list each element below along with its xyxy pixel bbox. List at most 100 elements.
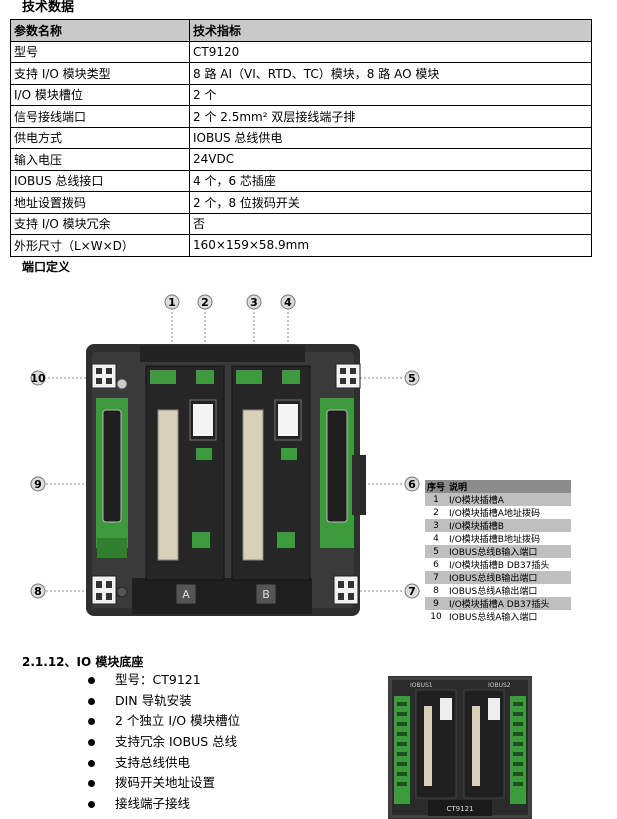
callout-6: 6 bbox=[408, 478, 416, 491]
iobus-connector-8 bbox=[91, 575, 128, 605]
iobus-connector-10 bbox=[91, 363, 128, 390]
legend-desc: IOBUS总线A输入端口 bbox=[447, 610, 571, 623]
legend-desc: I/O模块插槽A地址拨码 bbox=[447, 506, 571, 519]
legend-no: 4 bbox=[425, 532, 448, 545]
ct9121-product-photo: IOBUS1 IOBUS2 CT9121 bbox=[388, 676, 532, 819]
spec-value: IOBUS 总线供电 bbox=[189, 126, 592, 149]
callout-2: 2 bbox=[201, 296, 209, 309]
legend-no: 8 bbox=[425, 584, 448, 597]
callout-4: 4 bbox=[284, 296, 292, 309]
list-item: 接线端子接线 bbox=[86, 794, 240, 815]
legend-no: 2 bbox=[425, 506, 448, 519]
photo-label-model: CT9121 bbox=[447, 805, 474, 813]
spec-value: 4 个，6 芯插座 bbox=[189, 169, 592, 192]
spec-param: 支持 I/O 模块类型 bbox=[10, 62, 190, 85]
legend-desc: I/O模块插槽B bbox=[447, 519, 571, 532]
spec-value: 24VDC bbox=[189, 148, 592, 171]
legend-desc: I/O模块插槽A DB37插头 bbox=[447, 597, 571, 610]
legend-no: 6 bbox=[425, 558, 448, 571]
spec-param: 型号 bbox=[10, 40, 190, 63]
section-heading: 2.1.12、IO 模块底座 bbox=[22, 655, 144, 669]
callout-9: 9 bbox=[34, 478, 42, 491]
tech-data-heading: 技术数据 bbox=[22, 0, 75, 15]
legend-no: 10 bbox=[425, 610, 448, 623]
feature-text: DIN 导轨安装 bbox=[115, 692, 192, 708]
photo-label-iobus2: IOBUS2 bbox=[488, 682, 511, 689]
legend-header-no: 序号 bbox=[425, 480, 448, 493]
callout-1: 1 bbox=[168, 296, 176, 309]
feature-text: 支持总线供电 bbox=[115, 754, 191, 770]
spec-header-param: 参数名称 bbox=[10, 19, 190, 42]
spec-param: 地址设置拨码 bbox=[10, 191, 190, 214]
table-row: 支持 I/O 模块冗余否 bbox=[10, 212, 592, 235]
callout-7: 7 bbox=[408, 585, 416, 598]
db37-connector-a bbox=[96, 398, 128, 558]
spec-param: 信号接线端口 bbox=[10, 105, 190, 128]
spec-param: 支持 I/O 模块冗余 bbox=[10, 212, 190, 235]
spec-value: 2 个 2.5mm² 双层接线端子排 bbox=[189, 105, 592, 128]
callout-3: 3 bbox=[250, 296, 258, 309]
legend-desc: IOBUS总线A输出端口 bbox=[447, 584, 571, 597]
legend-header-desc: 说明 bbox=[447, 480, 571, 493]
bullet-icon bbox=[88, 739, 95, 747]
feature-text: 拨码开关地址设置 bbox=[115, 775, 216, 791]
list-item: 2 个独立 I/O 模块槽位 bbox=[86, 711, 240, 732]
legend-desc: I/O模块插槽A bbox=[447, 493, 571, 506]
list-item: 支持冗余 IOBUS 总线 bbox=[86, 732, 240, 753]
spec-value: CT9120 bbox=[189, 40, 592, 63]
iobus-connector-5 bbox=[335, 363, 361, 389]
legend-desc: IOBUS总线B输入端口 bbox=[447, 545, 571, 558]
callout-markers bbox=[30, 294, 420, 599]
spec-value: 160×159×58.9mm bbox=[189, 234, 592, 257]
callout-8: 8 bbox=[34, 585, 42, 598]
callout-10: 10 bbox=[30, 372, 46, 385]
spec-header-value: 技术指标 bbox=[189, 19, 592, 42]
list-item: 支持总线供电 bbox=[86, 753, 240, 774]
legend-no: 5 bbox=[425, 545, 448, 558]
list-item: 型号：CT9121 bbox=[86, 670, 240, 691]
spec-value: 否 bbox=[189, 212, 592, 235]
legend-desc: IOBUS总线B输出端口 bbox=[447, 571, 571, 584]
spec-param: IOBUS 总线接口 bbox=[10, 169, 190, 192]
photo-label-iobus1: IOBUS1 bbox=[410, 682, 433, 689]
spec-param: I/O 模块槽位 bbox=[10, 83, 190, 106]
feature-text: 2 个独立 I/O 模块槽位 bbox=[115, 713, 241, 729]
feature-text: 支持冗余 IOBUS 总线 bbox=[115, 734, 238, 750]
callout-5: 5 bbox=[408, 372, 416, 385]
feature-text: 型号：CT9121 bbox=[115, 672, 201, 687]
spec-param: 供电方式 bbox=[10, 126, 190, 149]
slot-letter-b: B bbox=[262, 588, 270, 601]
bullet-icon bbox=[88, 718, 95, 726]
spec-table-header: 参数名称 技术指标 bbox=[10, 19, 592, 42]
db37-connector-b bbox=[320, 398, 366, 548]
bullet-icon bbox=[88, 677, 95, 684]
spec-param: 输入电压 bbox=[10, 148, 190, 171]
slot-letter-a: A bbox=[182, 588, 190, 601]
spec-value: 8 路 AI（VI、RTD、TC）模块，8 路 AO 模块 bbox=[189, 62, 592, 85]
feature-text: 接线端子接线 bbox=[115, 796, 191, 812]
legend-no: 1 bbox=[425, 493, 448, 506]
port-diagram: 1 2 3 4 5 6 7 8 9 10 A B bbox=[30, 294, 420, 616]
legend-desc: I/O模块插槽B地址拨码 bbox=[447, 532, 571, 545]
spec-value: 2 个 bbox=[189, 83, 592, 106]
spec-value: 2 个，8 位拨码开关 bbox=[189, 191, 592, 214]
legend-header: 序号 说明 bbox=[425, 480, 571, 493]
legend-no: 7 bbox=[425, 571, 448, 584]
